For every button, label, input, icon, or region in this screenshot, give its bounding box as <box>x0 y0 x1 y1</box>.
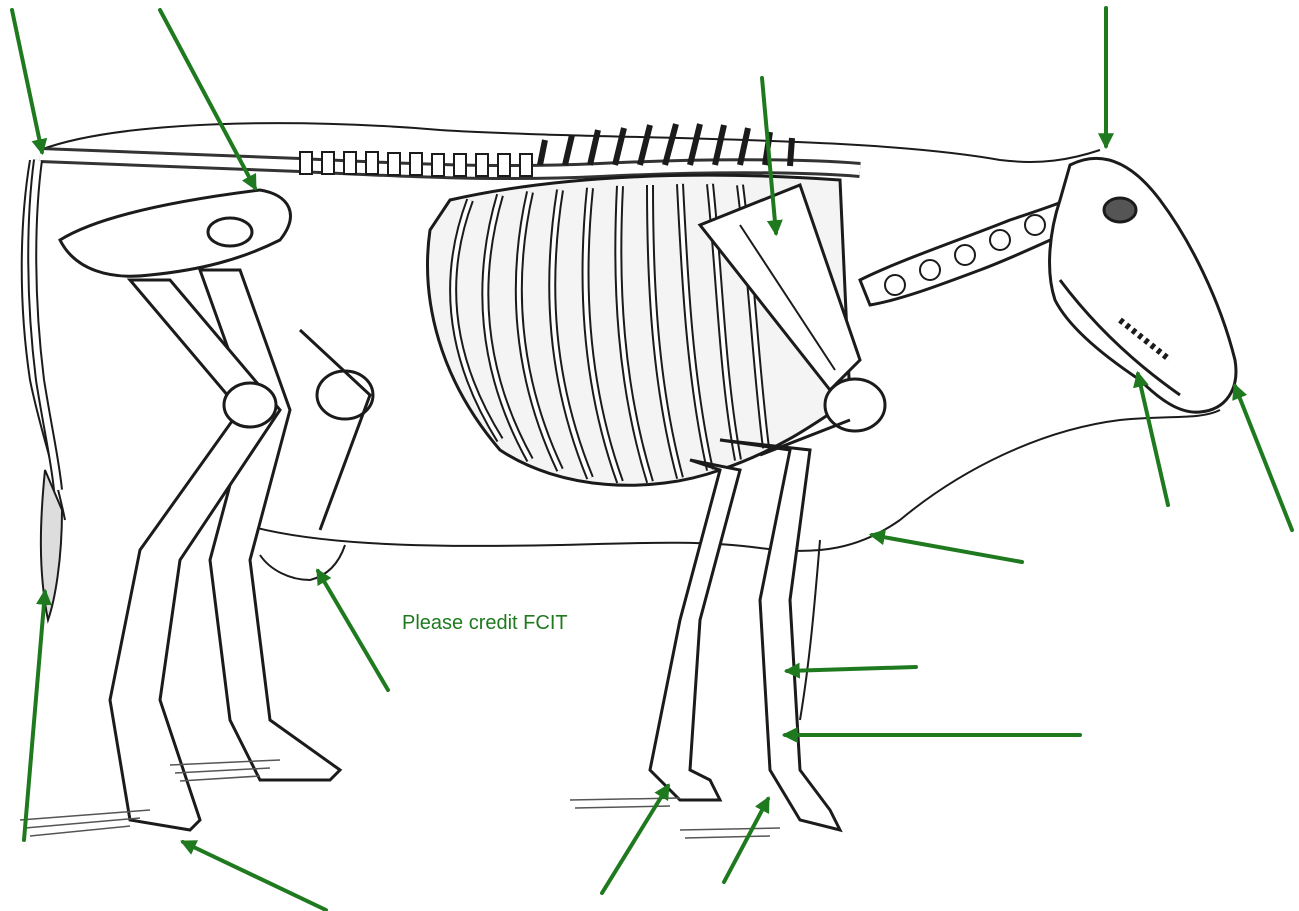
credit-text: Please credit FCIT <box>402 612 568 635</box>
hind-legs <box>110 270 373 830</box>
tail-vertebrae <box>32 160 62 620</box>
arrow-muzzle <box>1235 386 1292 530</box>
arrow-fore-hoof-left <box>602 786 668 893</box>
arrow-brisket <box>872 535 1022 562</box>
arrow-switch <box>24 592 45 840</box>
vertebral-column <box>40 124 860 176</box>
arrow-fore-hoof-right <box>724 799 768 882</box>
skull <box>1050 158 1236 412</box>
arrow-tail-base <box>12 10 42 152</box>
arrow-hind-hoof <box>183 842 326 910</box>
arrow-udder <box>318 571 388 690</box>
pelvis <box>60 190 290 276</box>
arrow-fore-knee <box>787 667 916 671</box>
